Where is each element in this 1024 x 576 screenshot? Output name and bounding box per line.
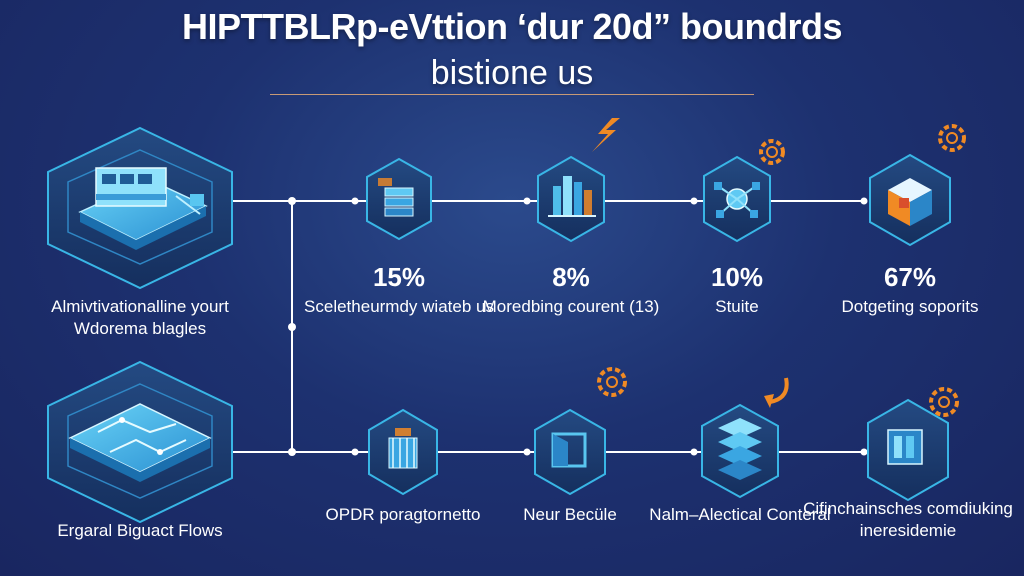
server-stack-icon: [366, 157, 432, 241]
title-line-1: HIPTTBLRp-eVttion ‘dur 20d” boundrds: [182, 6, 842, 47]
node-label: Cifinchainsches comdiuking ineresidemie: [803, 499, 1013, 540]
storage-cube-icon: [867, 398, 949, 502]
arrow-icon: [764, 377, 789, 408]
node-label: Nalm–Alectical Conteral: [649, 505, 831, 524]
node-label: Almivtivationalline yourt Wdorema blagle…: [51, 297, 229, 338]
node-label: Neur Becüle: [523, 505, 617, 524]
connector-lines: [232, 200, 864, 453]
stat-value: 8%: [552, 262, 590, 292]
gear-icon: [597, 367, 627, 397]
stat-value: 10%: [710, 262, 764, 292]
connector-dots: [288, 197, 868, 456]
node-label: Sceletheurmdy wiateb us: [304, 297, 494, 316]
server-tower-icon: [368, 408, 438, 496]
junction-dot: [351, 448, 359, 456]
box-icon: [534, 408, 606, 496]
stat-value: 67%: [883, 262, 937, 292]
junction-dot: [351, 197, 359, 205]
junction-dot: [690, 448, 698, 456]
server-rack-icon: [47, 126, 233, 290]
junction-dot: [690, 197, 698, 205]
cube-icon: [869, 153, 951, 247]
title-divider: [270, 94, 754, 95]
node-label: Stuite: [715, 297, 759, 316]
title-line-2: bistione us: [430, 54, 594, 92]
node-label: Ergaral Biguact Flows: [57, 521, 223, 540]
junction-dot: [523, 448, 531, 456]
stat-value: 15%: [372, 262, 426, 292]
junction-dot: [288, 323, 296, 331]
database-stack-icon: [701, 403, 779, 499]
junction-dot: [288, 448, 296, 456]
gear-icon: [929, 387, 959, 417]
junction-dot: [523, 197, 531, 205]
node-label: OPDR poragtornetto: [325, 505, 481, 524]
junction-dot: [288, 197, 296, 205]
network-hub-icon: [703, 155, 771, 243]
junction-dot: [860, 448, 868, 456]
gear-icon: [759, 139, 785, 165]
junction-dot: [860, 197, 868, 205]
node-label: Dotgeting soporits: [841, 297, 979, 316]
circuit-board-icon: [47, 360, 233, 524]
city-blocks-icon: [537, 155, 605, 243]
gear-icon: [938, 124, 966, 152]
node-label: Moredbing courent (13): [482, 297, 660, 316]
lightning-icon: [592, 118, 620, 152]
